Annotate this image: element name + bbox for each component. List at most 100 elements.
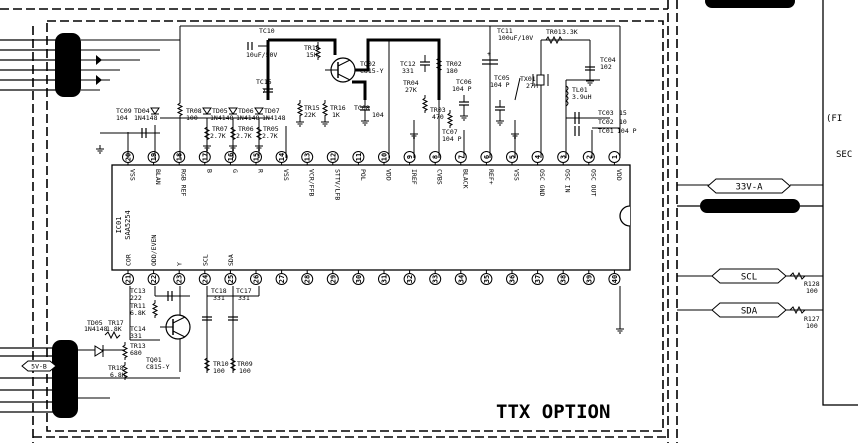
ic-bottom-pin-number: 38 [560,275,568,283]
ic-bottom-pin-number: 23 [176,275,184,283]
ic-top-pin-number: 19 [150,153,158,161]
svg-text:TD05: TD05 [212,107,228,115]
ic-bottom-pin-number: 28 [304,275,312,283]
ic-bottom-pin-number: 37 [534,275,542,283]
diode-td05-b: TD05 1N4148 [84,319,108,357]
svg-text:TD07: TD07 [264,107,280,115]
svg-text:6.8K: 6.8K [130,309,146,317]
ic-top-pin-name: BLACK [461,169,469,189]
svg-text:2.7K: 2.7K [262,132,278,140]
svg-text:TC10: TC10 [259,27,275,35]
svg-text:TR04: TR04 [403,79,419,87]
ic-bottom-pin-number: 35 [483,275,491,283]
svg-text:10uF/50V: 10uF/50V [246,51,277,59]
svg-text:TR09: TR09 [237,360,253,368]
ic-top-pin-name: IREF [410,169,418,185]
svg-text:180: 180 [446,67,458,75]
res-tr05: TR05 2.7K [256,123,279,143]
ic-top-pin-name: BLAN [154,169,162,185]
ic-bottom-pin-number: 36 [509,275,517,283]
ic-bottom-pin-number: 26 [253,275,261,283]
svg-text:331: 331 [213,294,225,302]
svg-text:C815-Y: C815-Y [146,363,170,371]
ic-bottom-pin-35: 35 [480,270,493,285]
ic-top-pin-name: POL [359,169,367,181]
svg-text:TC11: TC11 [497,27,513,35]
ic-bottom-pin-number: 21 [125,275,133,283]
ic-bottom-pin-38: 38 [557,270,570,285]
svg-text:C815-Y: C815-Y [360,67,384,75]
ic-top-pin-number: 2 [585,155,593,159]
svg-text:2.7K: 2.7K [210,132,226,140]
ic-bottom-pin-name: SDA [227,254,235,266]
svg-text:100: 100 [213,367,225,375]
svg-text:TC08: TC08 [354,104,370,112]
svg-text:100: 100 [806,287,818,295]
svg-text:104: 104 [116,114,128,122]
ic-top-pin-number: 12 [329,153,337,161]
svg-text:104 P: 104 P [442,135,462,143]
res-tr08: TR08 100 [177,99,202,122]
svg-text:104 P: 104 P [617,127,637,135]
ic-ref: IC01 [115,217,123,234]
ic-bottom-pin-number: 29 [329,275,337,283]
svg-text:331: 331 [130,332,142,340]
ic-top-pin-name: VDD [385,169,393,181]
res-tr07: TR07 2.7K [204,123,228,143]
svg-text:TC06: TC06 [456,78,472,86]
svg-text:TL01: TL01 [572,86,588,94]
module-title: TTX OPTION [496,401,610,423]
coil-tl01: TL01 3.9uH [565,85,592,107]
res-tr11: TR11 6.8K [130,299,158,319]
svg-text:33V-A: 33V-A [735,183,763,193]
ic-part: SAA5254 [124,210,132,240]
left-connector-top [0,33,180,97]
ic-top-pin-number: 10 [381,153,389,161]
svg-text:3.3K: 3.3K [562,28,578,36]
diode-td05: TD05 1N4148 [202,107,234,122]
ic-top-pin-name: RGB REF [180,169,188,196]
ic-bottom-pin-32: 32 [403,270,416,285]
ic-bottom-pin-number: 39 [585,275,593,283]
cap-tc05: TC05 104 P [490,74,510,118]
svg-text:TR15: TR15 [304,104,320,112]
svg-text:TR11: TR11 [130,302,146,310]
ic-bottom-pin-29: 29 [326,270,339,285]
ic-top-pin-name: VCR/FFB [308,169,316,196]
svg-text:331: 331 [402,67,414,75]
ic-bottom-pin-name: SCL [201,254,209,266]
svg-text:6.8K: 6.8K [110,371,126,379]
ic-bottom-pin-number: 27 [278,275,286,283]
res-tr02: TR02 180 [436,54,462,75]
net-5v-b: 5V-B [21,360,57,372]
res-tr03: TR03 470 [430,106,453,129]
res-tr01: TR01 3.3K [541,28,590,45]
ic-top-pin-number: 1 [611,155,619,159]
res-tr04: TR04 27K [403,79,428,114]
svg-text:7: 7 [262,87,266,95]
ic-bottom-pin-30: 30 [352,270,365,285]
svg-text:102: 102 [600,63,612,71]
module-frame [46,20,664,432]
svg-text:TD04: TD04 [134,107,150,115]
svg-text:TR03: TR03 [430,106,446,114]
res-tr10: TR10 100 [204,354,229,375]
ic-top-pin-number: 8 [432,155,440,159]
ic-top-pin-name: CVBS [436,169,444,185]
ic-top-pin-number: 17 [201,153,209,161]
cap-tc01: TC01 104 P [598,127,637,135]
ic-top-pin-17: 17B [198,151,213,173]
svg-text:TQ01: TQ01 [146,356,162,364]
